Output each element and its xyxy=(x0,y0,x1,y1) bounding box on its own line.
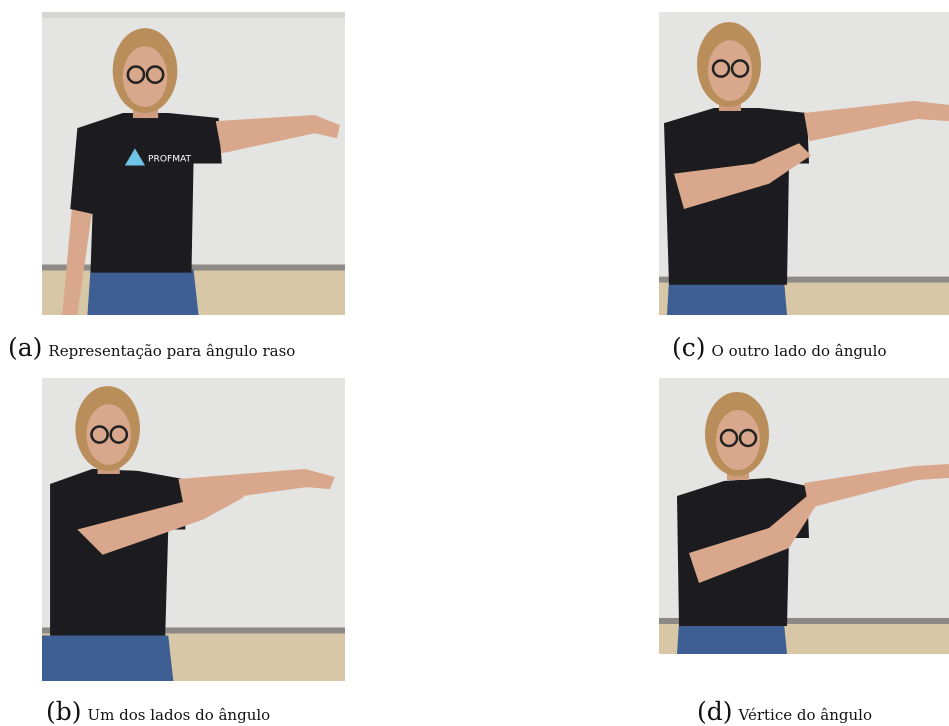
caption-text: Um dos lados do ângulo xyxy=(87,706,271,724)
photo-lado-um xyxy=(42,378,345,681)
photo-lado-outro xyxy=(659,12,949,315)
caption-text: Vértice do ângulo xyxy=(738,706,872,724)
shirt-logo: PROFMAT xyxy=(148,154,191,164)
caption-d: (d) Vértice do ângulo xyxy=(697,697,872,726)
caption-letter: (d) xyxy=(697,697,733,726)
photo-raso: PROFMAT xyxy=(42,12,345,315)
caption-a: (a) Representação para ângulo raso xyxy=(8,333,295,362)
caption-b: (b) Um dos lados do ângulo xyxy=(46,697,270,726)
photo-vertice-image xyxy=(659,378,949,654)
caption-letter: (b) xyxy=(46,697,82,726)
photo-raso-image: PROFMAT xyxy=(42,12,345,315)
caption-text: Representação para ângulo raso xyxy=(48,342,296,360)
caption-letter: (c) xyxy=(672,333,706,362)
caption-letter: (a) xyxy=(8,333,43,362)
photo-lado-outro-image xyxy=(659,12,949,315)
photo-vertice xyxy=(659,378,949,654)
photo-lado-um-image xyxy=(42,378,345,681)
caption-text: O outro lado do ângulo xyxy=(711,342,887,360)
caption-c: (c) O outro lado do ângulo xyxy=(672,333,887,362)
